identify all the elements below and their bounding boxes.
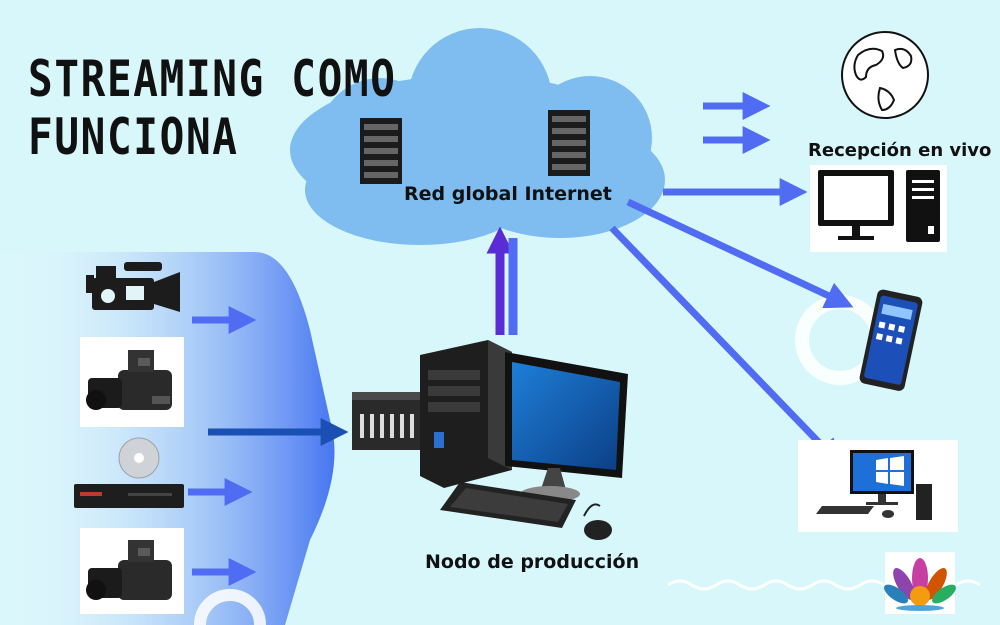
production-node-label: Nodo de producción — [425, 551, 640, 573]
title-line-1: STREAMING COMO — [28, 50, 397, 108]
internet-label: Red global Internet — [404, 183, 612, 205]
page-title: STREAMING COMO FUNCIONA — [28, 50, 397, 166]
production-computer-icon — [420, 340, 628, 540]
encoder-box-icon — [352, 392, 422, 450]
desktop-monitor-icon — [810, 165, 947, 252]
server-icon — [548, 110, 590, 176]
video-camera-icon — [86, 262, 180, 312]
server-icon — [360, 118, 402, 184]
smartphone-icon — [859, 289, 923, 391]
reception-label: Recepción en vivo — [808, 140, 992, 161]
windows-desktop-icon — [798, 440, 958, 532]
camcorder-photo — [80, 528, 184, 614]
title-line-2: FUNCIONA — [28, 108, 239, 166]
decor-ring — [194, 589, 266, 625]
dvd-player-icon — [74, 437, 184, 508]
flow-arrow — [609, 225, 843, 468]
globe-icon — [841, 31, 929, 119]
lotus-logo — [884, 552, 956, 614]
flow-arrow — [626, 198, 854, 309]
camcorder-photo — [80, 337, 184, 427]
